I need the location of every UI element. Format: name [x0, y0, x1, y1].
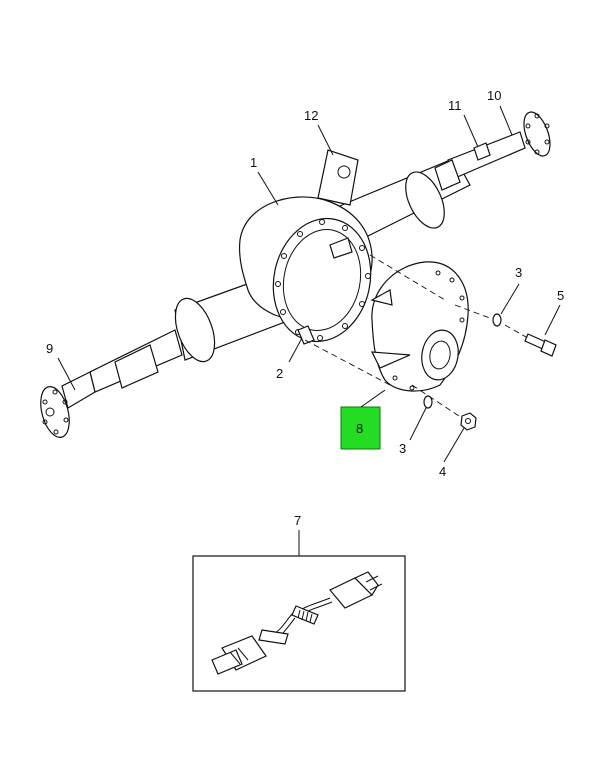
callout-10: 10: [487, 88, 501, 103]
callout-5: 5: [557, 288, 564, 303]
washer-lower[interactable]: [423, 395, 433, 409]
callout-3-lower: 3: [399, 441, 406, 456]
callout-3-upper: 3: [515, 265, 522, 280]
bolt[interactable]: [524, 333, 557, 357]
highlight-box-8: [340, 406, 381, 450]
left-axle-shaft[interactable]: [36, 329, 183, 440]
right-axle-shaft[interactable]: [434, 109, 555, 191]
callout-8: 8: [356, 421, 363, 436]
axle-housing[interactable]: [168, 157, 471, 367]
callout-1: 1: [250, 155, 257, 170]
differential-carrier[interactable]: [370, 261, 469, 392]
wiring-harness-inset[interactable]: [192, 555, 406, 692]
nut[interactable]: [460, 412, 477, 431]
shaft-clip[interactable]: [473, 142, 491, 161]
callout-9: 9: [46, 341, 53, 356]
callout-4: 4: [439, 464, 446, 479]
callout-7: 7: [294, 513, 301, 528]
leader-lines: [57, 105, 561, 556]
callout-12: 12: [304, 108, 318, 123]
housing-bracket[interactable]: [317, 149, 359, 206]
callout-2: 2: [276, 366, 283, 381]
washer-upper[interactable]: [492, 313, 502, 327]
callout-11: 11: [448, 98, 462, 113]
stud[interactable]: [297, 325, 315, 345]
